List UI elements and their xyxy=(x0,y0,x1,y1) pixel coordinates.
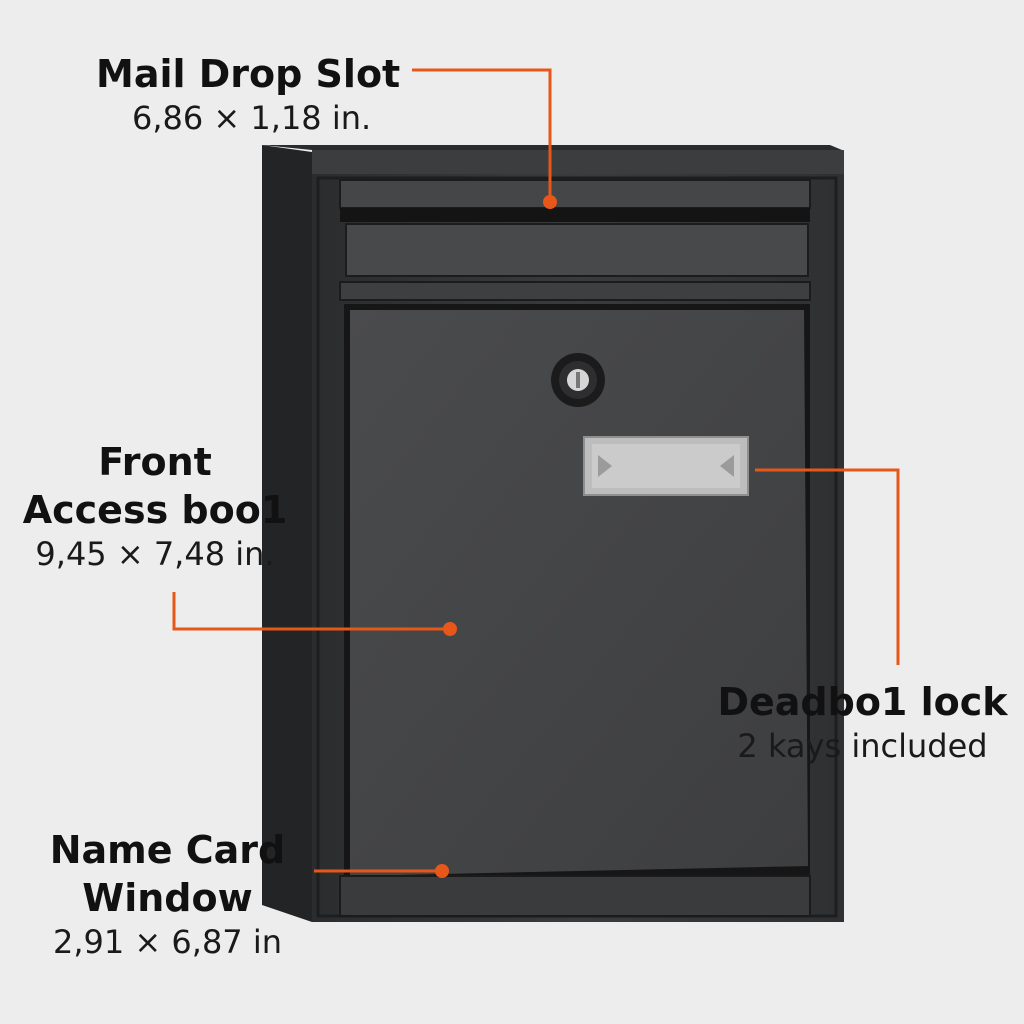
mail-drop-slot-callout: Mail Drop Slot 6,86 × 1,18 in. xyxy=(96,50,400,138)
mail-drop-slot-dimension: 6,86 × 1,18 in. xyxy=(132,99,372,137)
front-access-door xyxy=(339,304,811,917)
front-door-callout: Front Access boo1 9,45 × 7,48 in. xyxy=(20,438,290,574)
name-card-title-line1: Name Card xyxy=(49,828,286,872)
marker-mail-slot xyxy=(543,195,557,209)
front-door-dimension: 9,45 × 7,48 in. xyxy=(35,535,275,573)
leader-mail-slot xyxy=(412,68,552,202)
leader-front-door xyxy=(172,592,450,631)
name-card-title-line2: Window xyxy=(82,876,253,920)
name-card-window xyxy=(583,436,749,496)
marker-front-door xyxy=(443,622,457,636)
lock-note: 2 kays included xyxy=(737,727,988,765)
marker-name-card xyxy=(435,864,449,878)
callout-lines xyxy=(172,68,900,878)
lock-title: Deadbo1 lock xyxy=(717,680,1008,724)
mail-drop-slot-title: Mail Drop Slot xyxy=(96,52,401,96)
front-door-title-line1: Front xyxy=(98,440,212,484)
mail-drop-slot xyxy=(339,179,811,301)
name-card-callout: Name Card Window 2,91 × 6,87 in xyxy=(40,826,295,962)
front-door-title-line2: Access boo1 xyxy=(22,488,288,532)
lock-icon xyxy=(551,353,605,407)
name-card-dimension: 2,91 × 6,87 in xyxy=(53,923,282,961)
leader-lock xyxy=(755,468,900,665)
lock-callout: Deadbo1 lock 2 kays included xyxy=(715,678,1010,766)
